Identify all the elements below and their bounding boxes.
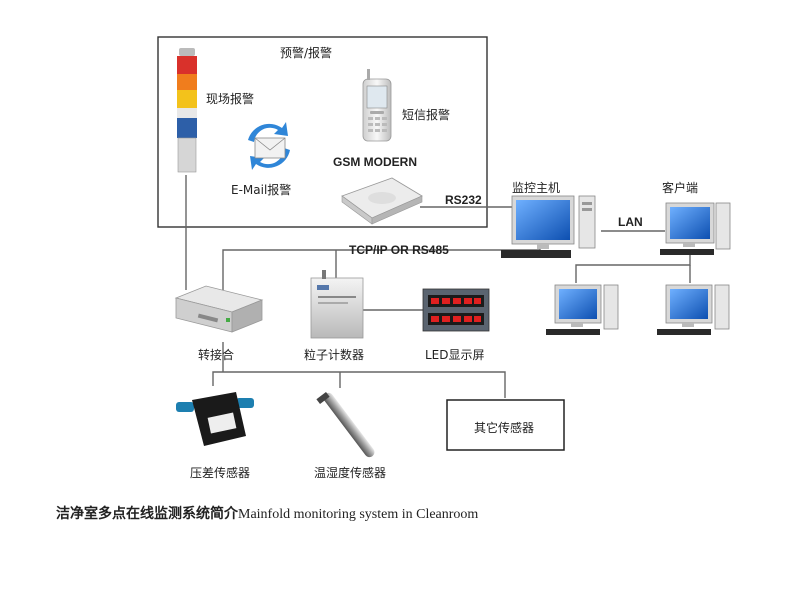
pressure-sensor-icon <box>176 392 254 446</box>
monitor-host-pc-icon <box>501 195 596 258</box>
led-display-icon <box>422 288 490 332</box>
monitor-host-label: 监控主机 <box>512 181 561 195</box>
client-pc-icon <box>546 284 619 335</box>
site-alarm-label: 现场报警 <box>206 92 255 106</box>
alarm-box-title: 预警/报警 <box>280 46 333 60</box>
stack-light-icon <box>177 48 197 173</box>
lan-label: LAN <box>618 215 643 229</box>
rs232-label: RS232 <box>445 193 482 207</box>
caption-cn: 洁净室多点在线监测系统简介 <box>56 506 238 522</box>
gsm-modem-label: GSM MODERN <box>333 155 417 169</box>
figure-caption: 洁净室多点在线监测系统简介Mainfold monitoring system … <box>56 503 478 523</box>
other-sensors-box <box>446 399 565 451</box>
particle-counter-icon <box>310 270 364 339</box>
particle-counter-label: 粒子计数器 <box>304 348 365 362</box>
client-pc-icon <box>660 202 731 255</box>
adapter-label: 转接合 <box>198 348 235 362</box>
pressure-sensor-label: 压差传感器 <box>190 466 251 480</box>
sms-alarm-label: 短信报警 <box>402 108 451 122</box>
led-display-label: LED显示屏 <box>425 348 485 362</box>
mobile-phone-icon <box>362 69 392 142</box>
email-icon <box>248 122 290 170</box>
tcpip-rs485-label: TCP/IP OR RS485 <box>349 243 449 257</box>
caption-en: Mainfold monitoring system in Cleanroom <box>238 507 479 522</box>
connection-lines <box>185 175 691 398</box>
email-alarm-label: E-Mail报警 <box>231 183 292 197</box>
temp-humidity-sensor-icon <box>316 391 375 458</box>
other-sensors-label: 其它传感器 <box>474 421 535 435</box>
temp-humidity-sensor-label: 温湿度传感器 <box>314 466 387 480</box>
alarm-box-frame <box>157 36 488 228</box>
adapter-box-icon <box>174 285 264 333</box>
client-label: 客户端 <box>662 181 699 195</box>
gsm-modem-icon <box>341 177 423 225</box>
client-pc-icon <box>657 284 730 335</box>
